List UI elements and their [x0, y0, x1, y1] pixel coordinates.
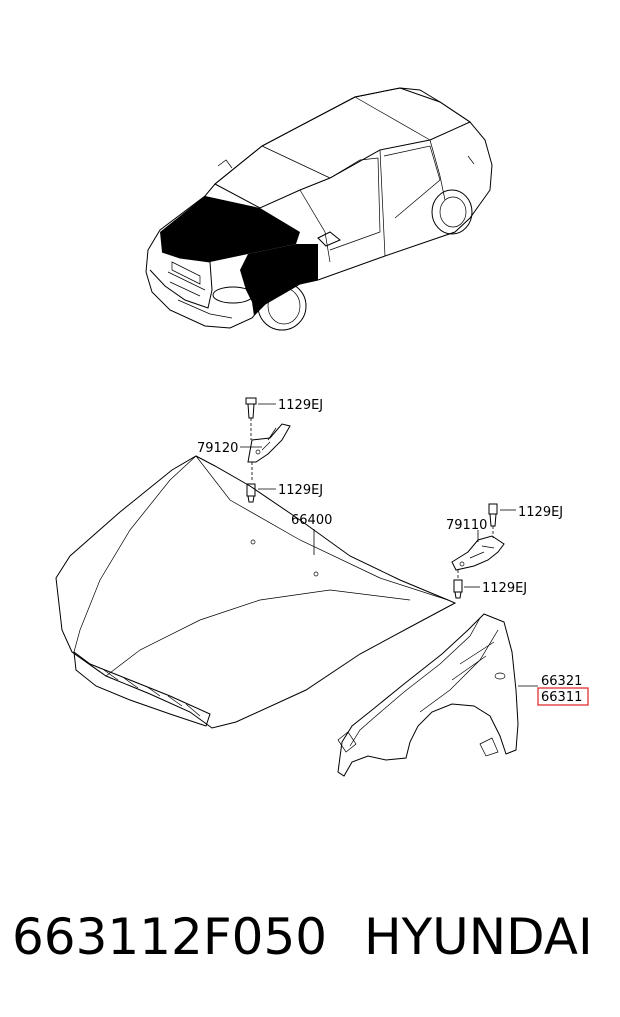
callout-fender-rh: 66321: [541, 674, 582, 689]
callout-fender-lh-highlighted: 66311: [541, 690, 582, 705]
hinge-assembly-left: [240, 397, 291, 503]
callout-bolt-mid-left: 1129EJ: [278, 483, 323, 498]
car-illustration: [145, 87, 493, 331]
part-number: 663112F050: [12, 908, 328, 966]
brand-name: HYUNDAI: [364, 908, 593, 966]
callout-hinge-right: 79110: [446, 518, 487, 533]
footer: 663112F050 HYUNDAI: [0, 900, 620, 980]
callout-hinge-left: 79120: [197, 441, 238, 456]
front-fender: [337, 613, 538, 777]
callout-hood: 66400: [291, 513, 332, 528]
hinge-assembly-right: [451, 503, 516, 599]
callout-bolt-top-left: 1129EJ: [278, 398, 323, 413]
callout-bolt-mid-right: 1129EJ: [482, 581, 527, 596]
highlight-box: [537, 687, 589, 706]
callout-bolt-top-right: 1129EJ: [518, 505, 563, 520]
hood-panel: [55, 455, 457, 729]
